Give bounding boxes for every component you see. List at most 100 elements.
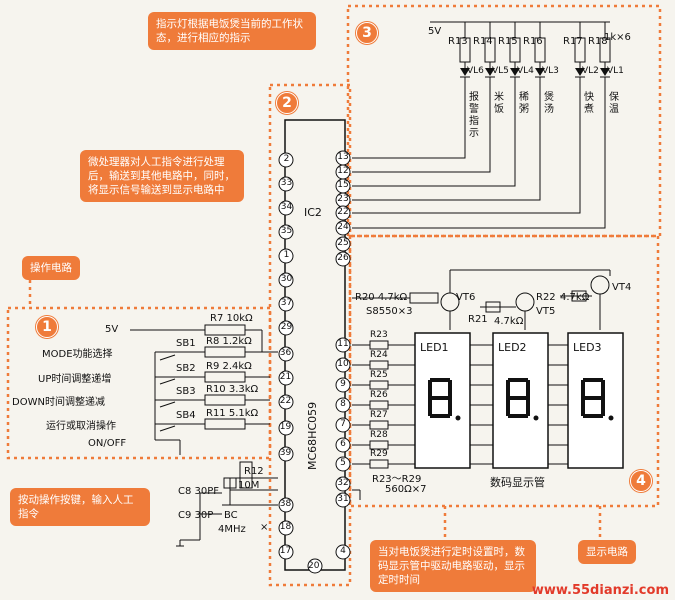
ic2-right-pins [335,150,351,560]
ic2-pin-label: 22 [279,396,292,406]
ic2-pin-left [278,520,294,536]
resistor-label: R8 1.2kΩ [206,336,252,347]
ic2-pin-label: 29 [280,322,293,332]
ic2-bottom-pin [307,558,323,574]
ic2-pin-label: 30 [280,274,293,284]
ic2-pin-left [278,320,294,336]
r4k7-label: 4.7kΩ [560,292,590,303]
r22-label: R22 [536,292,556,303]
segment-resistor [369,440,389,450]
ic2-pin-left [278,152,294,168]
ic2-pin-label: 22 [337,207,349,217]
indicator-function-label: 报警指示 [469,92,479,139]
ic2-pin-right [335,377,351,393]
led-label: LED3 [573,341,602,354]
indicator-resistor-label: R13 [448,36,468,47]
indicator-led-label: VL4 [517,66,534,76]
ic2-pin-left [278,370,294,386]
c9-label: C9 30P [178,510,214,521]
res-note-1: R23～R29 [372,474,422,485]
button-label: UP时间调整递增 [38,374,112,385]
indicator-led-icon [510,68,520,76]
ic2-pin-right [335,337,351,353]
ic2-pin-left [278,224,294,240]
led-label: LED1 [420,341,449,354]
ic2-pin-label: 8 [340,399,346,409]
indicator-function-label: 煲汤 [544,92,554,115]
ic2-pin-label: 18 [279,522,292,532]
ic2-pin-label: 6 [340,439,346,449]
ic2-left-pins [278,152,294,560]
ic2-name: IC2 [304,206,322,219]
indicator-led-icon [535,68,545,76]
resistor-label: R9 2.4kΩ [206,361,252,372]
ic2-pin-label: 38 [279,499,292,509]
callout-indicator: 指示灯根据电饭煲当前的工作状态，进行相应的指示 [148,12,316,50]
segment-resistor-label: R26 [370,390,388,400]
indicator-function-label: 保温 [609,92,619,115]
button-label: DOWN时间调整递减 [12,397,105,408]
indicator-led-label: VL5 [492,66,509,76]
segment-resistor [369,400,389,410]
ic2-pin-left [278,346,294,362]
indicator-led-icon [485,68,495,76]
seven-seg-digit [428,378,452,418]
ic2-pin-label: 10 [337,359,349,369]
ic2-pin-label: 26 [337,253,349,263]
segment-resistor-label: R23 [370,330,388,340]
callout-display: 显示电路 [578,540,636,564]
indicator-led-chain [459,22,611,150]
segment-resistor [369,380,389,390]
segment-resistor-label: R28 [370,430,388,440]
indicator-function-label: 稀粥 [519,92,529,115]
callout-buttons: 按动操作按键，输入人工指令 [10,488,150,526]
indicator-resistor-label: R18 [588,36,608,47]
indicator-led-label: VL1 [607,66,624,76]
ic2-pin-left [278,420,294,436]
seven-seg-digit [581,378,605,418]
ic2-pin-right [335,236,351,252]
ic2-pin-label: 36 [279,348,292,358]
r21-label: R21 [468,314,488,325]
r12-value: 10M [238,480,260,491]
ic2-pin-label: 35 [280,226,293,236]
callout-mcu: 微处理器对人工指令进行处理后，输送到其他电路中，同时，将显示信号输送到显示电路中 [80,150,244,202]
indicator-resistor-label: R17 [563,36,583,47]
ic2-pin-left [278,296,294,312]
ic2-pin-right [335,251,351,267]
vt4-label: VT4 [612,282,632,293]
seven-seg-digit [506,378,530,418]
segment-resistor-label: R27 [370,410,388,420]
x-mark: × [260,522,269,533]
switch-label: SB4 [176,410,196,421]
ic2-pin-label: 34 [280,202,293,212]
ic2-pin-label: 17 [279,546,292,556]
ic2-pin-right [335,456,351,472]
ic2-pin-right [335,220,351,236]
resistor-label: R11 5.1kΩ [206,408,259,419]
segment-resistor-label: R29 [370,449,388,459]
ic2-pin-left [278,446,294,462]
ic2-pin-label: 24 [337,222,349,232]
switch-label: SB1 [176,338,196,349]
r21-value: 4.7kΩ [494,316,524,327]
ic2-pin-right [335,397,351,413]
ic2-pin-right [335,417,351,433]
indicator-function-label: 快煮 [584,92,594,115]
led-display [567,332,624,469]
ic2-part: MC68HC059 [306,401,319,470]
ic2-pin-label: 32 [337,478,349,488]
ic2-pin-left [278,272,294,288]
ic2-pin-left [278,497,294,513]
r7-label: R7 10kΩ [210,313,253,324]
supply-5v: 5V [428,26,442,37]
ic2-pin-label: 21 [279,372,292,382]
ic2-pin-left [278,544,294,560]
res-note-2: 560Ω×7 [385,484,427,495]
ic2-pin-label: 39 [279,448,292,458]
led-display [492,332,549,469]
freq-label: 4MHz [218,524,246,535]
indicator-function-label: 米饭 [494,92,504,115]
badge-2: 2 [276,92,298,114]
